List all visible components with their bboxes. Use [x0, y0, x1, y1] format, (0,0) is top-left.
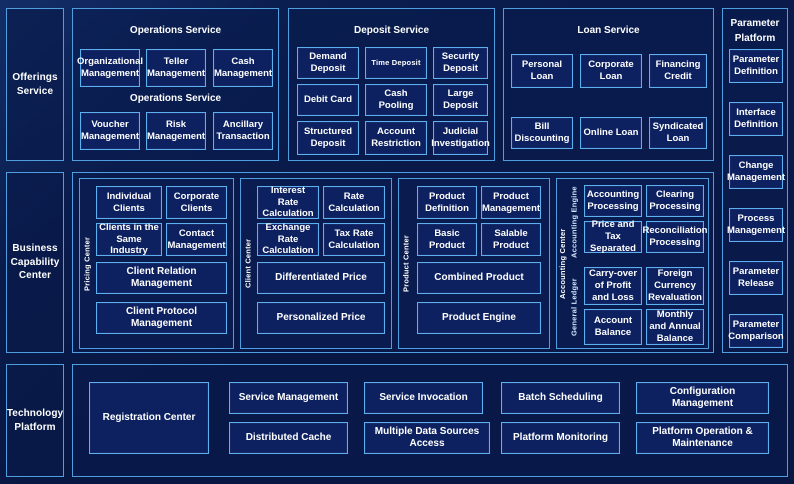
card-security-deposit[interactable]: Security Deposit [433, 47, 488, 79]
group-operations-service-title: Operations Service [129, 25, 222, 36]
group-parameter-platform: Parameter Platform Parameter Definition … [722, 8, 788, 353]
card-exchange-rate-calculation[interactable]: Exchange Rate Calculation [257, 222, 319, 256]
card-registration-center[interactable]: Registration Center [89, 382, 209, 454]
card-price-and-tax-separated[interactable]: Price and Tax Separated [584, 219, 642, 254]
card-financing-credit[interactable]: Financing Credit [649, 54, 707, 88]
card-personalized-price[interactable]: Personalized Price [257, 302, 385, 334]
card-rate-calculation[interactable]: Rate Calculation [323, 186, 385, 219]
card-voucher-management[interactable]: Voucher Management [80, 112, 140, 150]
card-organizational-management[interactable]: Organizational Management [77, 49, 143, 87]
card-individual-clients[interactable]: Individual Clients [96, 186, 162, 219]
card-client-relation-management[interactable]: Client Relation Management [96, 262, 227, 294]
card-platform-operation-maintenance[interactable]: Platform Operation & Maintenance [636, 422, 769, 454]
group-operations-service: Operations Service Operations Service Or… [72, 8, 279, 161]
business-capability-center-body: Pricing Center Individual Clients Corpor… [72, 172, 714, 353]
card-interest-rate-calculation[interactable]: Interest Rate Calculation [257, 185, 319, 219]
card-structured-deposit[interactable]: Structured Deposit [297, 121, 359, 155]
sidebar-technology-platform-label: Technology Platform [6, 408, 64, 433]
card-judicial-investigation[interactable]: Judicial Investigation [431, 121, 490, 155]
sidebar-business-capability-center-label: Business Capability Center [10, 243, 60, 282]
parameter-platform-title: Parameter Platform [730, 18, 780, 44]
card-time-deposit[interactable]: Time Deposit [365, 47, 427, 79]
card-salable-product[interactable]: Salable Product [481, 223, 541, 256]
card-service-management[interactable]: Service Management [229, 382, 348, 414]
card-cash-management[interactable]: Cash Management [213, 49, 273, 87]
card-demand-deposit[interactable]: Demand Deposit [297, 47, 359, 79]
card-ancillary-transaction[interactable]: Ancillary Transaction [213, 112, 273, 150]
group-deposit-service: Deposit Service Demand Deposit Time Depo… [288, 8, 495, 161]
panel-product-center: Product Center Product Definition Produc… [398, 178, 550, 349]
card-monthly-and-annual-balance[interactable]: Monthly and Annual Balance [646, 309, 704, 345]
sidebar-business-capability-center[interactable]: Business Capability Center [6, 172, 64, 353]
card-product-management[interactable]: Product Management [481, 186, 541, 219]
card-clients-same-industry[interactable]: Clients in the Same Industry [96, 222, 162, 256]
card-personal-loan[interactable]: Personal Loan [511, 54, 573, 88]
card-combined-product[interactable]: Combined Product [417, 262, 541, 294]
card-basic-product[interactable]: Basic Product [417, 223, 477, 256]
card-product-definition[interactable]: Product Definition [417, 186, 477, 219]
card-tax-rate-calculation[interactable]: Tax Rate Calculation [323, 223, 385, 256]
card-corporate-clients[interactable]: Corporate Clients [166, 186, 227, 219]
card-distributed-cache[interactable]: Distributed Cache [229, 422, 348, 454]
card-batch-scheduling[interactable]: Batch Scheduling [501, 382, 620, 414]
card-account-restriction[interactable]: Account Restriction [365, 121, 427, 155]
card-syndicated-loan[interactable]: Syndicated Loan [649, 117, 707, 149]
card-parameter-definition[interactable]: Parameter Definition [729, 49, 783, 83]
card-multiple-data-sources-access[interactable]: Multiple Data Sources Access [364, 422, 490, 454]
panel-pricing-center-label: Pricing Center [82, 236, 92, 291]
card-process-management[interactable]: Process Management [727, 208, 785, 242]
card-large-deposit[interactable]: Large Deposit [433, 84, 488, 116]
card-foreign-currency-revaluation[interactable]: Foreign Currency Revaluation [646, 267, 704, 305]
group-loan-service-title: Loan Service [577, 25, 640, 36]
panel-client-center: Client Center Interest Rate Calculation … [240, 178, 392, 349]
sidebar-offerings-service-label: Offerings Service [12, 72, 58, 97]
card-parameter-comparison[interactable]: Parameter Comparison [728, 314, 784, 348]
card-contact-management[interactable]: Contact Management [166, 223, 227, 256]
card-configuration-management[interactable]: Configuration Management [636, 382, 769, 414]
card-product-engine[interactable]: Product Engine [417, 302, 541, 334]
card-debit-card[interactable]: Debit Card [297, 84, 359, 116]
panel-accounting-center: Accounting Center Accounting Engine Gene… [556, 178, 709, 349]
sidebar-technology-platform[interactable]: Technology Platform [6, 364, 64, 477]
card-corporate-loan[interactable]: Corporate Loan [580, 54, 642, 88]
card-parameter-release[interactable]: Parameter Release [729, 261, 783, 295]
card-cash-pooling[interactable]: Cash Pooling [365, 84, 427, 116]
group-loan-service: Loan Service Personal Loan Corporate Loa… [503, 8, 714, 161]
card-client-protocol-management[interactable]: Client Protocol Management [96, 302, 227, 334]
card-differentiated-price[interactable]: Differentiated Price [257, 262, 385, 294]
card-bill-discounting[interactable]: Bill Discounting [511, 117, 573, 149]
panel-client-center-label: Client Center [243, 238, 253, 289]
panel-general-ledger-label: General Ledger [569, 278, 579, 336]
card-online-loan[interactable]: Online Loan [580, 117, 642, 149]
card-reconciliation-processing[interactable]: Reconciliation Processing [643, 221, 707, 253]
card-account-balance[interactable]: Account Balance [584, 309, 642, 345]
group-deposit-service-title: Deposit Service [353, 25, 430, 36]
panel-product-center-label: Product Center [401, 235, 411, 292]
group-operations-service-title-duplicate: Operations Service [129, 93, 222, 104]
card-teller-management[interactable]: Teller Management [146, 49, 206, 87]
card-carry-over-of-profit-and-loss[interactable]: Carry-over of Profit and Loss [584, 267, 642, 305]
technology-platform-body: Registration Center Service Management S… [72, 364, 788, 477]
card-accounting-processing[interactable]: Accounting Processing [584, 185, 642, 217]
card-interface-definition[interactable]: Interface Definition [729, 102, 783, 136]
card-service-invocation[interactable]: Service Invocation [364, 382, 483, 414]
panel-pricing-center: Pricing Center Individual Clients Corpor… [79, 178, 234, 349]
panel-accounting-center-label: Accounting Center [558, 228, 567, 299]
panel-accounting-engine-label: Accounting Engine [569, 186, 579, 258]
card-risk-management[interactable]: Risk Management [146, 112, 206, 150]
sidebar-offerings-service[interactable]: Offerings Service [6, 8, 64, 161]
card-clearing-processing[interactable]: Clearing Processing [646, 185, 704, 217]
card-platform-monitoring[interactable]: Platform Monitoring [501, 422, 620, 454]
card-change-management[interactable]: Change Management [727, 155, 785, 189]
